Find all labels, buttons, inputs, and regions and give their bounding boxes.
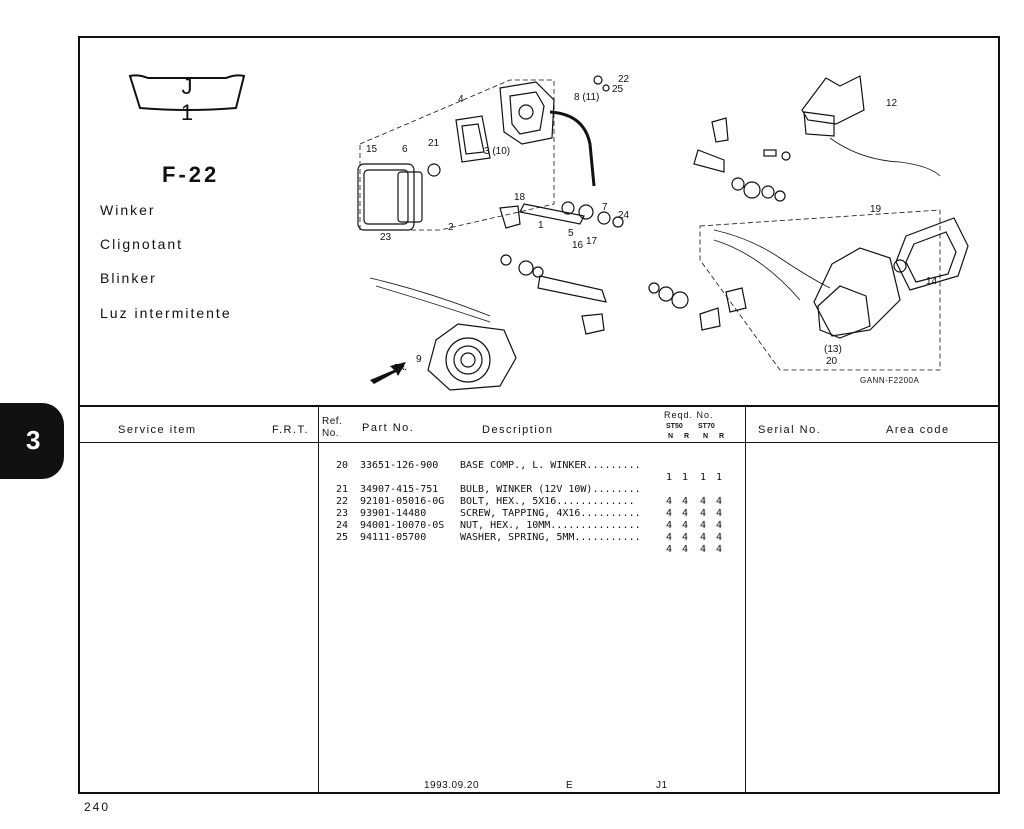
callout: 19 [870, 204, 882, 215]
callout: 15 [366, 144, 378, 155]
col-reqd-no: Reqd. No. [664, 410, 714, 420]
callout: 3 (10) [484, 146, 510, 157]
name-spanish: Luz intermitente [100, 305, 232, 321]
footer-code-e: E [566, 780, 574, 791]
callout: 18 [514, 192, 526, 203]
front-arrow-label: FR. [394, 363, 407, 372]
sub-r1: R [684, 433, 690, 440]
callout: 4 [458, 94, 464, 105]
section-tab: 3 [0, 403, 64, 479]
col-area-code: Area code [886, 424, 950, 436]
diagram-id: GANN-F2200A [860, 376, 920, 385]
header-divider [78, 442, 1000, 443]
model-badge: J 1 [180, 74, 218, 125]
table-row [336, 460, 360, 472]
name-english: Winker [100, 202, 156, 218]
callout: 6 [402, 144, 408, 155]
callout: 24 [618, 210, 630, 221]
section-tab-number: 3 [26, 425, 41, 455]
callout: 1 [538, 220, 544, 231]
col-serial-no: Serial No. [758, 424, 822, 436]
callout: 8 (11) [574, 92, 599, 103]
figure-code: F-22 [162, 162, 220, 187]
callout: 7 [602, 202, 608, 213]
callout: 25 [612, 84, 624, 95]
callout: 2 [448, 222, 454, 233]
page-number: 240 [84, 800, 111, 814]
callout: (13) [824, 344, 842, 355]
name-french: Clignotant [100, 236, 184, 252]
model-st70: ST70 [698, 423, 715, 430]
callout: 14 [926, 276, 938, 287]
sub-n2: N [703, 433, 709, 440]
callout: 5 [568, 228, 574, 239]
col-description: Description [482, 424, 554, 436]
sub-r2: R [719, 433, 725, 440]
col-ref-2: No. [322, 428, 340, 439]
name-german: Blinker [100, 270, 157, 286]
badge-frame [128, 74, 246, 111]
callout: 9 [416, 354, 422, 365]
exploded-diagram: 22 25 8 (11) 4 3 (10) 15 6 21 23 2 18 1 … [357, 74, 969, 391]
sub-n1: N [668, 433, 674, 440]
callout: 17 [586, 236, 598, 247]
col-frt: F.R.T. [272, 424, 310, 436]
callout: 12 [886, 98, 898, 109]
column-divider-left [318, 406, 319, 794]
col-service-item: Service item [118, 424, 197, 436]
model-st50: ST50 [666, 423, 683, 430]
col-ref-1: Ref. [322, 416, 343, 427]
col-part-no: Part No. [362, 422, 415, 434]
footer-date: 1993.09.20 [424, 780, 480, 791]
callout: 20 [826, 356, 838, 367]
column-divider-right [745, 406, 746, 794]
footer-code-j: J1 [656, 780, 668, 791]
page-frame [78, 36, 1000, 794]
callout: 23 [380, 232, 392, 243]
callout: 22 [618, 74, 630, 85]
section-divider [78, 405, 1000, 407]
callout: 16 [572, 240, 584, 251]
callout: 21 [428, 138, 440, 149]
